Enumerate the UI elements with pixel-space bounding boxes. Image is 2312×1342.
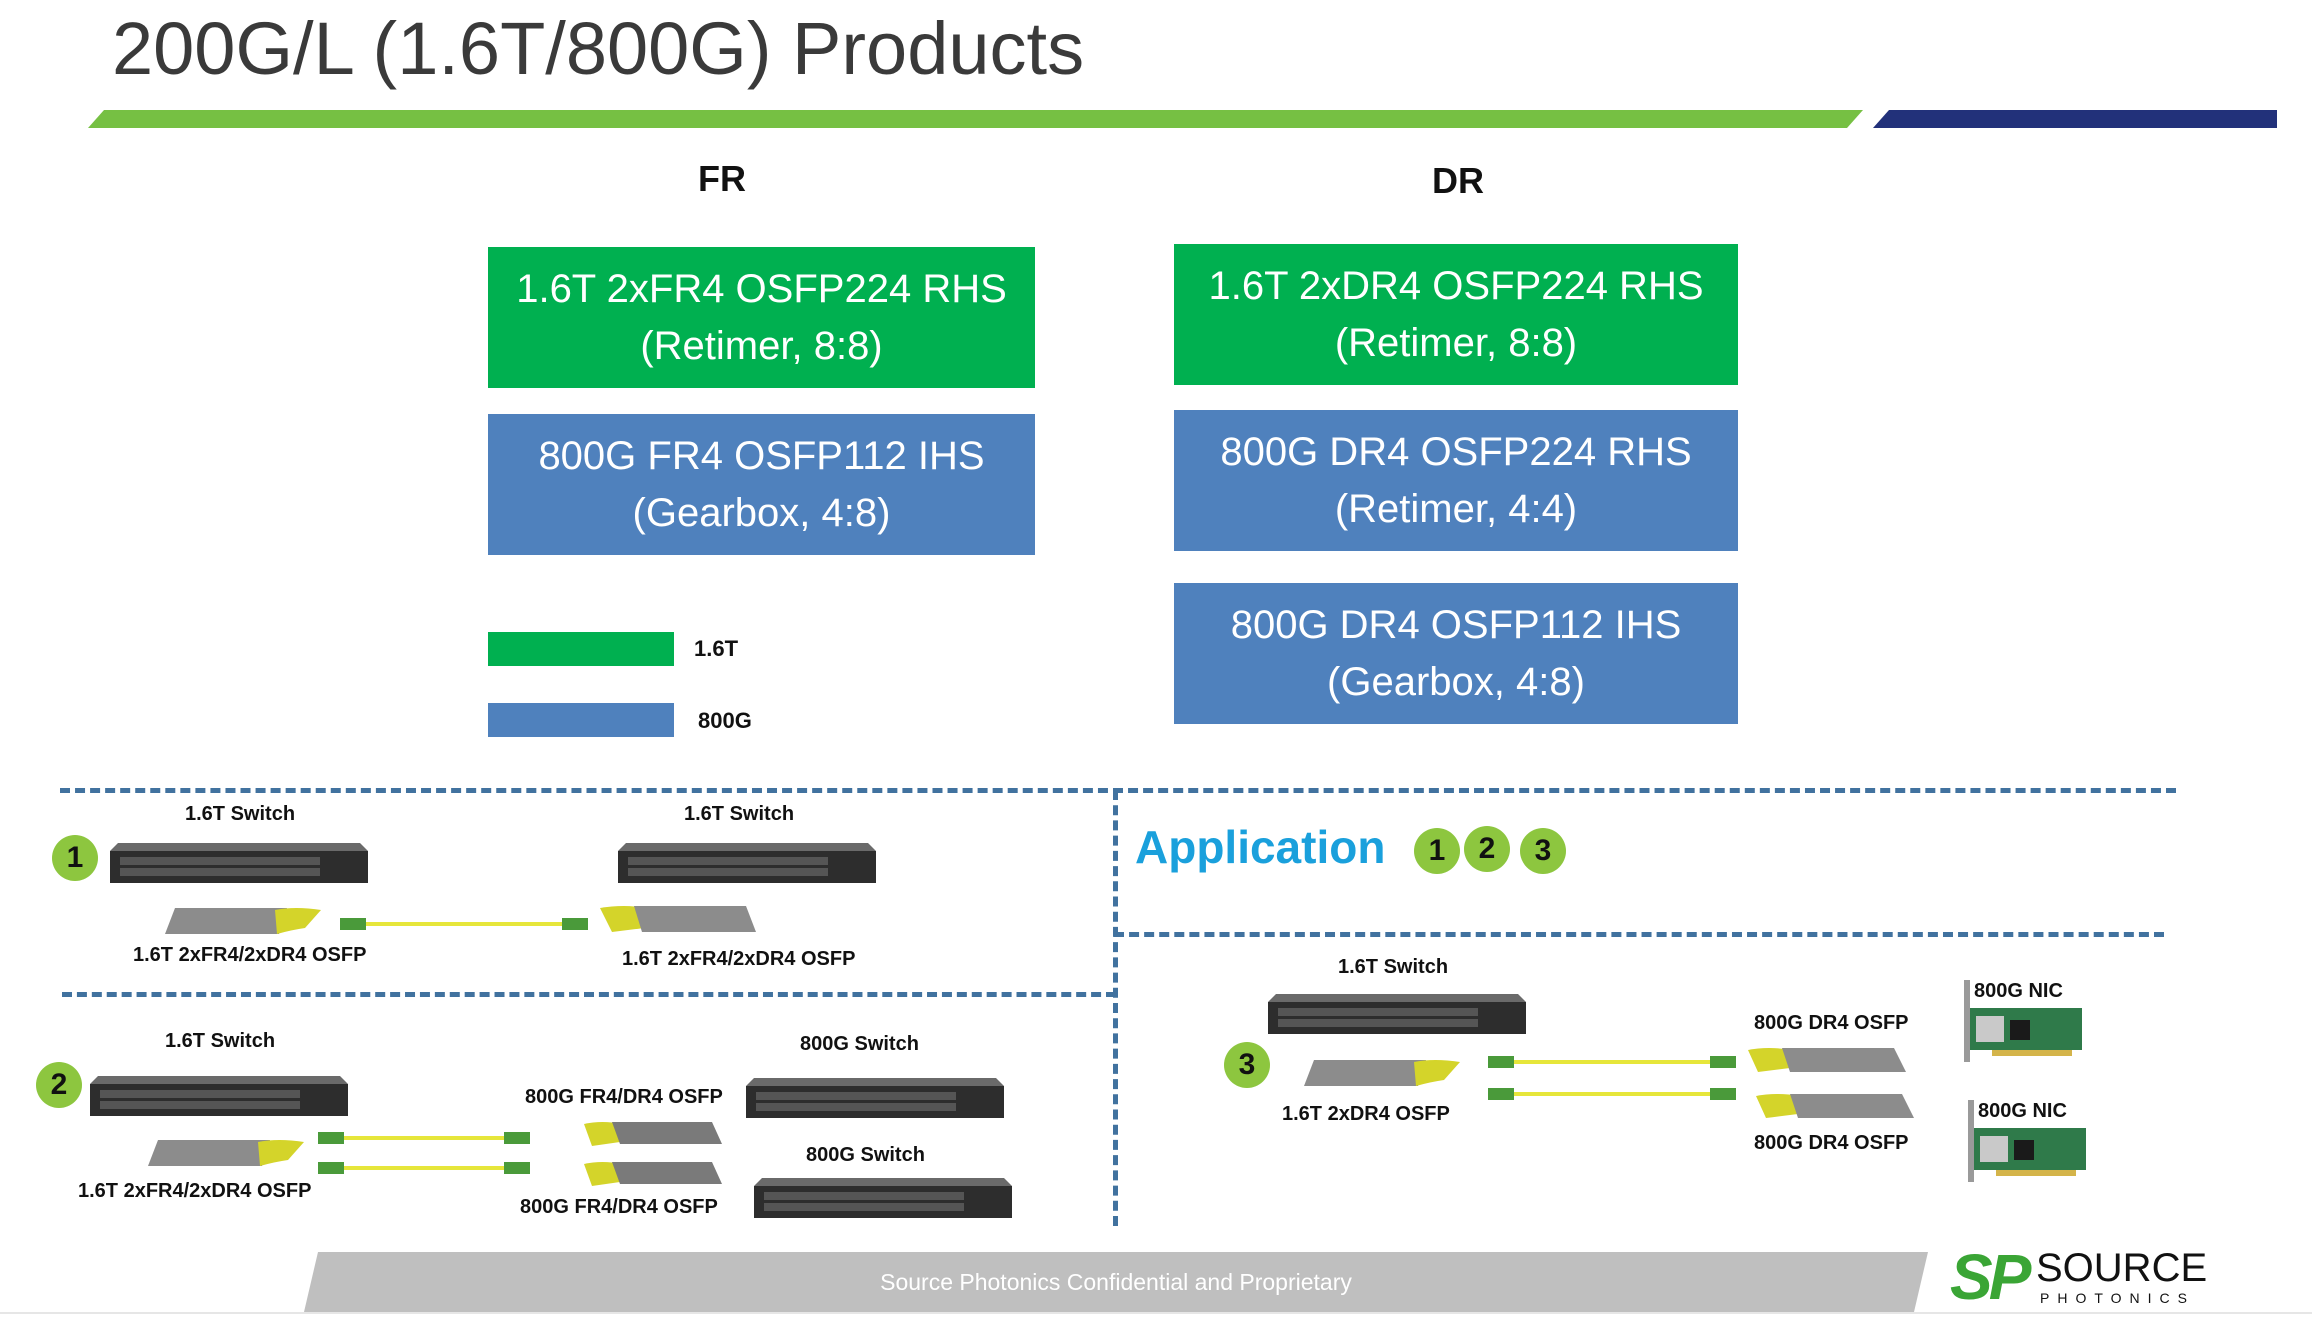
fiber-cable-icon: [1488, 1056, 1736, 1068]
switch-icon: [746, 1078, 1004, 1118]
transceiver-icon: [584, 1122, 722, 1146]
product-line2: (Gearbox, 4:8): [1327, 659, 1585, 704]
scenario-3-bottom-nic-label: 800G NIC: [1978, 1100, 2067, 1122]
scenario-1-left-module-label: 1.6T 2xFR4/2xDR4 OSFP: [133, 944, 367, 966]
product-line1: 800G DR4 OSFP224 RHS: [1220, 429, 1692, 474]
scenario-3-bottom-module-label: 800G DR4 OSFP: [1754, 1132, 1909, 1154]
product-dr-1-6t: 1.6T 2xDR4 OSFP224 RHS (Retimer, 8:8): [1174, 244, 1738, 385]
company-logo-text: SOURCE: [2036, 1246, 2208, 1290]
switch-icon: [110, 843, 368, 883]
transceiver-icon: [165, 908, 321, 934]
product-fr-1-6t: 1.6T 2xFR4 OSFP224 RHS (Retimer, 8:8): [488, 247, 1035, 388]
scenario-1-badge: 1: [52, 835, 98, 881]
scenario-3-switch-label: 1.6T Switch: [1338, 956, 1449, 978]
application-badge-1: 1: [1414, 828, 1460, 874]
dr-heading: DR: [1432, 160, 1484, 201]
scenario-2-badge: 2: [36, 1062, 82, 1108]
scenario-2-left-switch-label: 1.6T Switch: [165, 1030, 276, 1052]
divider-top: [60, 788, 2176, 793]
scenario-2-left-module-label: 1.6T 2xFR4/2xDR4 OSFP: [78, 1180, 312, 1202]
product-dr-800g-ihs: 800G DR4 OSFP112 IHS (Gearbox, 4:8): [1174, 583, 1738, 724]
divider-vertical: [1113, 790, 1118, 1226]
fiber-cable-icon: [1488, 1088, 1736, 1100]
product-line2: (Retimer, 8:8): [1334, 320, 1578, 365]
product-line1: 800G DR4 OSFP112 IHS: [1230, 602, 1682, 647]
transceiver-icon: [1304, 1060, 1460, 1086]
scenario-3-badge: 3: [1224, 1042, 1270, 1088]
transceiver-icon: [1756, 1094, 1914, 1118]
product-fr-800g: 800G FR4 OSFP112 IHS (Gearbox, 4:8): [488, 414, 1035, 555]
switch-icon: [754, 1178, 1012, 1218]
fiber-cable-icon: [340, 918, 588, 930]
switch-icon: [618, 843, 876, 883]
switch-icon: [90, 1076, 348, 1116]
fiber-cable-icon: [318, 1132, 530, 1144]
transceiver-icon: [1748, 1048, 1906, 1072]
legend-swatch-1-6t: [488, 632, 674, 666]
product-line1: 800G FR4 OSFP112 IHS: [538, 433, 985, 478]
transceiver-icon: [600, 906, 756, 932]
product-line1: 1.6T 2xFR4 OSFP224 RHS: [516, 266, 1007, 311]
scenario-1-right-module-label: 1.6T 2xFR4/2xDR4 OSFP: [622, 948, 856, 970]
product-dr-800g-rhs: 800G DR4 OSFP224 RHS (Retimer, 4:4): [1174, 410, 1738, 551]
legend-swatch-800g: [488, 703, 674, 737]
fiber-cable-icon: [318, 1162, 530, 1174]
scenario-3-top-module-label: 800G DR4 OSFP: [1754, 1012, 1909, 1034]
nic-card-icon: [1964, 980, 2082, 1062]
nic-card-icon: [1968, 1100, 2086, 1182]
scenario-1-left-switch-label: 1.6T Switch: [185, 803, 296, 825]
application-title: Application: [1135, 821, 1386, 873]
title-underline-navy: [1873, 110, 2277, 128]
divider-right-middle: [1114, 932, 2164, 937]
scenario-3-top-nic-label: 800G NIC: [1974, 980, 2063, 1002]
application-badge-3: 3: [1520, 828, 1566, 874]
confidential-notice: Source Photonics Confidential and Propri…: [880, 1268, 1352, 1295]
page-title: 200G/L (1.6T/800G) Products: [112, 7, 1085, 90]
company-logo-subtext: PHOTONICS: [2040, 1290, 2195, 1306]
scenario-2-bottom-module-label: 800G FR4/DR4 OSFP: [520, 1196, 718, 1218]
bottom-rule: [0, 1312, 2312, 1314]
fr-heading: FR: [698, 158, 746, 199]
scenario-2-top-switch-label: 800G Switch: [800, 1033, 919, 1055]
transceiver-icon: [148, 1140, 304, 1166]
product-line1: 1.6T 2xDR4 OSFP224 RHS: [1208, 263, 1704, 308]
company-logo-mark: SP: [1950, 1241, 2031, 1313]
scenario-2-top-module-label: 800G FR4/DR4 OSFP: [525, 1086, 723, 1108]
footer-band: Source Photonics Confidential and Propri…: [304, 1252, 1928, 1312]
legend-label-1-6t: 1.6T: [694, 636, 739, 661]
product-line2: (Retimer, 4:4): [1334, 486, 1578, 531]
scenario-1-right-switch-label: 1.6T Switch: [684, 803, 795, 825]
scenario-2-bottom-switch-label: 800G Switch: [806, 1144, 925, 1166]
title-underline-green: [88, 110, 1863, 128]
legend-label-800g: 800G: [698, 708, 752, 733]
application-badge-2: 2: [1464, 826, 1510, 872]
product-line2: (Gearbox, 4:8): [632, 490, 891, 535]
transceiver-icon: [584, 1162, 722, 1186]
divider-left-middle: [62, 992, 1116, 997]
scenario-3-left-module-label: 1.6T 2xDR4 OSFP: [1282, 1103, 1450, 1125]
switch-icon: [1268, 994, 1526, 1034]
product-line2: (Retimer, 8:8): [640, 323, 883, 368]
